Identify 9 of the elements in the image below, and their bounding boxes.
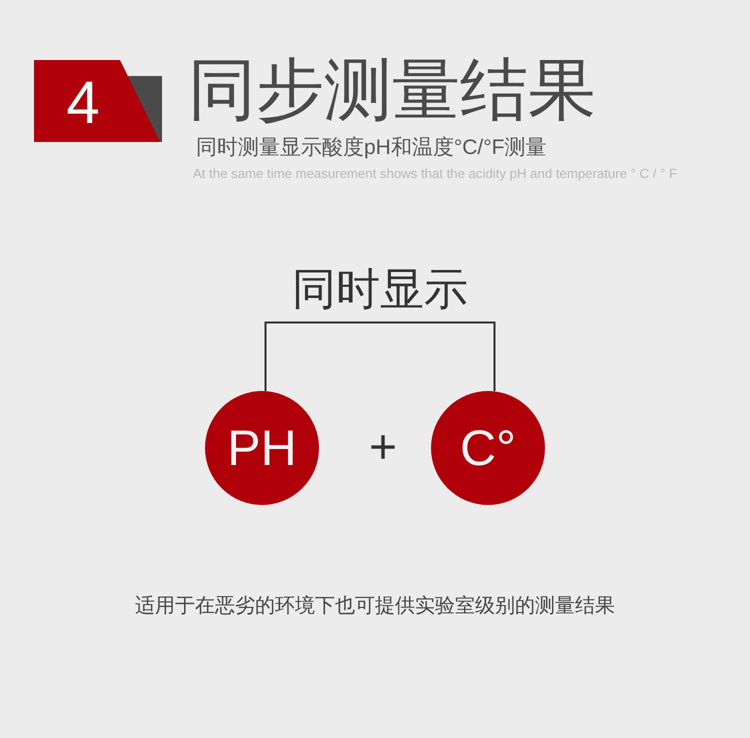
connector-line bbox=[264, 322, 496, 391]
plus-sign: + bbox=[368, 420, 398, 476]
heading: 同时显示 bbox=[291, 264, 469, 316]
circle-badge: PH bbox=[205, 391, 319, 505]
caption: 适用于在恶劣的环境下也可提供实验室级别的测量结果 bbox=[134, 594, 616, 619]
title: 同步测量结果 bbox=[188, 51, 596, 130]
circle-badge: C° bbox=[431, 391, 545, 505]
subtitle: 同时测量显示酸度pH和温度°C/°F测量 bbox=[196, 135, 546, 161]
number-badge: 4 bbox=[34, 60, 162, 142]
